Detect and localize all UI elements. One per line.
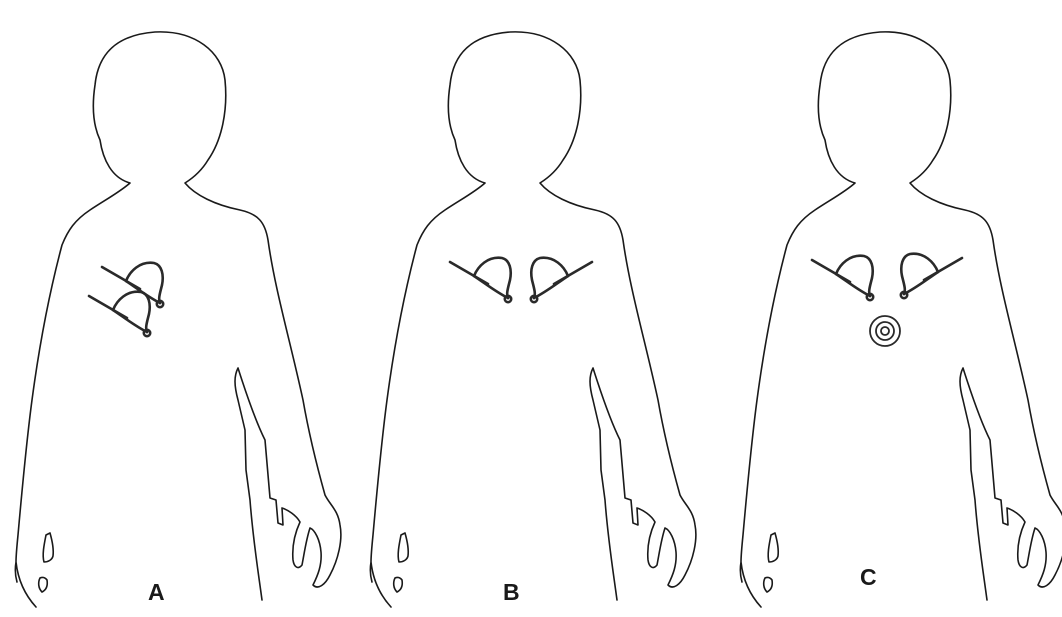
pocket-mark-a1 xyxy=(43,533,53,562)
pocket-mark-c2 xyxy=(764,577,773,592)
panel-a: A xyxy=(15,32,341,607)
clip-icon-b-left-chest xyxy=(531,258,592,302)
clip-icon-b-right-chest xyxy=(450,258,511,302)
pocket-mark-a2 xyxy=(39,577,48,592)
pocket-mark-c1 xyxy=(768,533,778,562)
target-marker-icon xyxy=(870,316,900,346)
child-silhouette-c xyxy=(740,32,1062,607)
panel-label-c: C xyxy=(860,564,877,590)
child-silhouette-b xyxy=(370,32,696,607)
panel-c: C xyxy=(740,32,1062,607)
clip-icon-c-left-chest xyxy=(901,254,962,298)
panel-b: B xyxy=(370,32,696,607)
child-silhouette-a xyxy=(15,32,341,607)
panel-label-b: B xyxy=(503,579,520,605)
pocket-mark-b1 xyxy=(398,533,408,562)
clip-icon-c-right-chest xyxy=(812,256,873,300)
panel-label-a: A xyxy=(148,579,165,605)
clip-icon-a-lower xyxy=(89,292,150,336)
clip-icon-a-upper xyxy=(102,263,163,307)
pocket-mark-b2 xyxy=(394,577,403,592)
